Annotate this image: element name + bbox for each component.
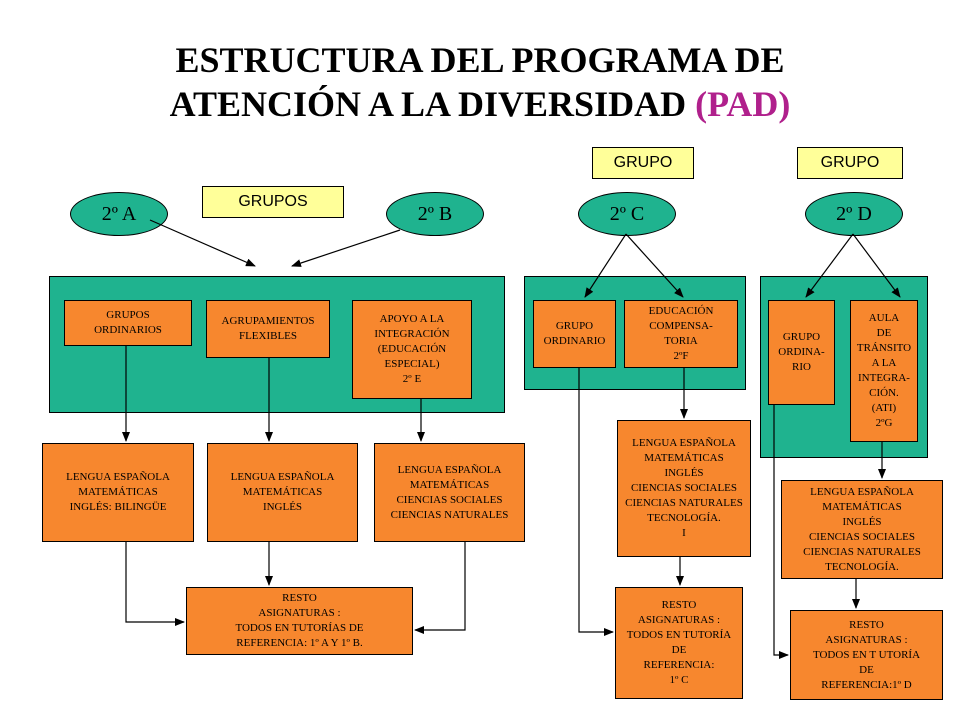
- grupos-ordinarios-box: GRUPOS ORDINARIOS: [64, 300, 192, 346]
- subjects-apoyo-box: LENGUA ESPAÑOLA MATEMÁTICAS CIENCIAS SOC…: [374, 443, 525, 542]
- grupo-ordinario-d-box: GRUPO ORDINA- RIO: [768, 300, 835, 405]
- title-line-1: ESTRUCTURA DEL PROGRAMA DE: [175, 40, 785, 80]
- group-2c-ellipse: 2º C: [578, 192, 676, 236]
- group-2b-ellipse: 2º B: [386, 192, 484, 236]
- label-grupos: GRUPOS: [202, 186, 344, 218]
- title-line-2-text: ATENCIÓN A LA DIVERSIDAD: [169, 84, 687, 124]
- group-2d-ellipse: 2º D: [805, 192, 903, 236]
- educacion-compensatoria-box: EDUCACIÓN COMPENSA- TORIA 2ºF: [624, 300, 738, 368]
- agrupamientos-flexibles-box: AGRUPAMIENTOS FLEXIBLES: [206, 300, 330, 358]
- title-line-2: ATENCIÓN A LA DIVERSIDAD (PAD): [0, 82, 960, 126]
- grupo-ordinario-c-box: GRUPO ORDINARIO: [533, 300, 616, 368]
- title-abbreviation: (PAD): [695, 84, 791, 124]
- resto-asignaturas-d-box: RESTO ASIGNATURAS : TODOS EN T UTORÍA DE…: [790, 610, 943, 700]
- apoyo-integracion-box: APOYO A LA INTEGRACIÓN (EDUCACIÓN ESPECI…: [352, 300, 472, 399]
- resto-asignaturas-c-box: RESTO ASIGNATURAS : TODOS EN TUTORÍA DE …: [615, 587, 743, 699]
- page-title: ESTRUCTURA DEL PROGRAMA DE ATENCIÓN A LA…: [0, 38, 960, 126]
- subjects-c-box: LENGUA ESPAÑOLA MATEMÁTICAS INGLÉS CIENC…: [617, 420, 751, 557]
- resto-asignaturas-ab-box: RESTO ASIGNATURAS : TODOS EN TUTORÍAS DE…: [186, 587, 413, 655]
- subjects-flexibles-box: LENGUA ESPAÑOLA MATEMÁTICAS INGLÉS: [207, 443, 358, 542]
- group-2a-ellipse: 2º A: [70, 192, 168, 236]
- label-grupo-d: GRUPO: [797, 147, 903, 179]
- aula-transito-box: AULA DE TRÁNSITO A LA INTEGRA- CIÓN. (AT…: [850, 300, 918, 442]
- subjects-bilingue-box: LENGUA ESPAÑOLA MATEMÁTICAS INGLÉS: BILI…: [42, 443, 194, 542]
- label-grupo-c: GRUPO: [592, 147, 694, 179]
- subjects-d-box: LENGUA ESPAÑOLA MATEMÁTICAS INGLÉS CIENC…: [781, 480, 943, 579]
